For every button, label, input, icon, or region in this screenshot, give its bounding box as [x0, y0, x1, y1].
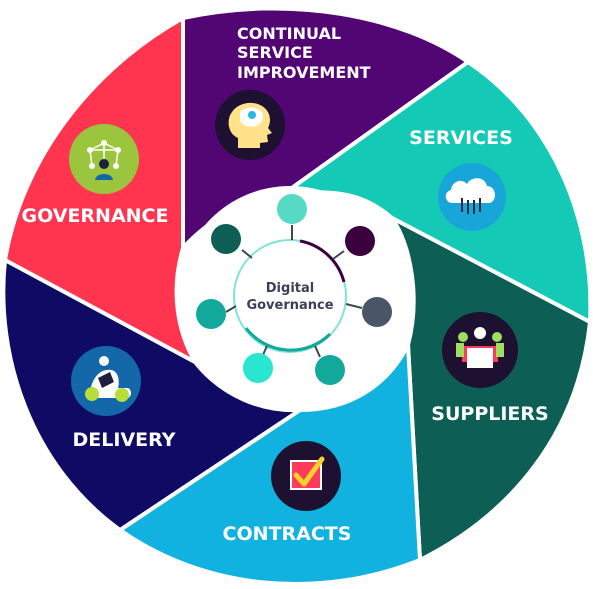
- label-improvement: IMPROVEMENT: [237, 63, 371, 82]
- center-node: [243, 353, 273, 383]
- center-ring-dark-arc: [299, 239, 346, 283]
- label-governance: GOVERNANCE: [22, 205, 169, 227]
- center-nodes: [196, 194, 392, 385]
- center-node: [196, 299, 226, 329]
- brain-head-icon: [215, 90, 285, 160]
- checkbox-icon: [271, 441, 341, 511]
- center-node: [211, 224, 241, 254]
- center-title-line2: Governance: [246, 298, 333, 313]
- center-ring: [233, 239, 347, 353]
- delivery-person-icon: [71, 346, 141, 416]
- label-service: SERVICE: [237, 43, 313, 62]
- cloud-icon: [438, 163, 506, 231]
- segment-services: [280, 60, 593, 324]
- label-suppliers: SUPPLIERS: [431, 403, 548, 425]
- label-continual: CONTINUAL: [237, 24, 341, 43]
- center-node: [362, 297, 392, 327]
- network-person-icon: [69, 124, 139, 194]
- center-ring-teal-arc: [244, 327, 332, 352]
- meeting-people-icon: [442, 312, 518, 388]
- center-title-line1: Digital: [266, 281, 314, 296]
- center-node: [315, 355, 345, 385]
- segment-suppliers: [390, 216, 592, 562]
- segment-contracts: [118, 343, 422, 586]
- label-contracts: CONTRACTS: [223, 523, 352, 545]
- label-services: SERVICES: [409, 127, 513, 149]
- center-node: [345, 226, 375, 256]
- label-delivery: DELIVERY: [73, 429, 176, 451]
- center-spokes: [225, 225, 363, 358]
- center-node: [277, 194, 307, 224]
